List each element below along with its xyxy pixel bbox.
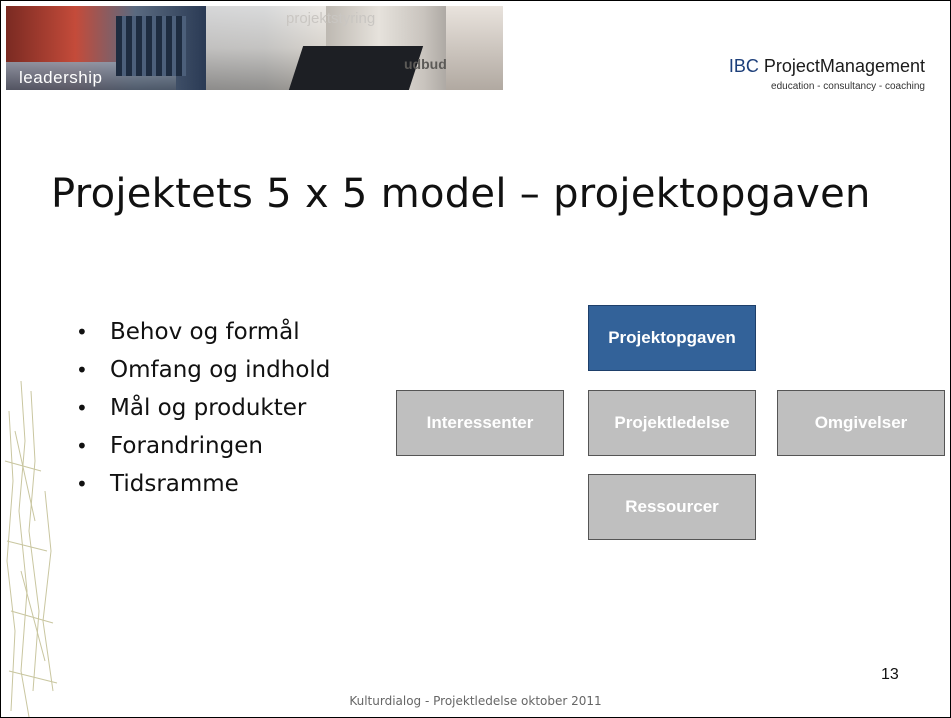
bullet-text: Tidsramme	[110, 471, 239, 497]
bullet-item: • Tidsramme	[76, 465, 330, 503]
bullet-item: • Mål og produkter	[76, 389, 330, 427]
bullet-text: Omfang og indhold	[110, 357, 331, 383]
decorative-sketch	[4, 380, 58, 717]
bullet-icon: •	[76, 396, 88, 420]
slide-title: Projektets 5 x 5 model – projektopgaven	[51, 171, 871, 217]
bullet-text: Behov og formål	[110, 319, 300, 345]
banner-word: leadership	[19, 68, 103, 87]
bullet-icon: •	[76, 320, 88, 344]
bullet-text: Mål og produkter	[110, 395, 307, 421]
bullet-list: • Behov og formål • Omfang og indhold • Mål…	[76, 313, 330, 503]
bullet-icon: •	[76, 434, 88, 458]
logo-brand: IBC	[728, 56, 759, 76]
model-box-omgivelser: Omgivelser	[777, 390, 945, 456]
banner-word: projektstyring	[286, 10, 376, 27]
bullet-icon: •	[76, 358, 88, 382]
page-number: 13	[881, 666, 899, 683]
model-box-interessenter: Interessenter	[396, 390, 564, 456]
bullet-icon: •	[76, 472, 88, 496]
model-box-projektledelse: Projektledelse	[588, 390, 756, 456]
company-logo: IBC ProjectManagement	[701, 56, 925, 77]
logo-name: ProjectManagement	[763, 56, 925, 76]
model-box-ressourcer: Ressourcer	[588, 474, 756, 540]
banner-word: udbud	[404, 56, 447, 72]
bullet-text: Forandringen	[110, 433, 263, 459]
bullet-item: • Forandringen	[76, 427, 330, 465]
bullet-item: • Behov og formål	[76, 313, 330, 351]
slide-footer: Kulturdialog - Projektledelse oktober 20…	[349, 694, 602, 708]
model-box-projektopgaven: Projektopgaven	[588, 305, 756, 371]
header-banner-image: projektstyring leadership udbud	[6, 6, 503, 90]
bullet-item: • Omfang og indhold	[76, 351, 330, 389]
logo-tagline: education - consultancy - coaching	[771, 81, 925, 92]
